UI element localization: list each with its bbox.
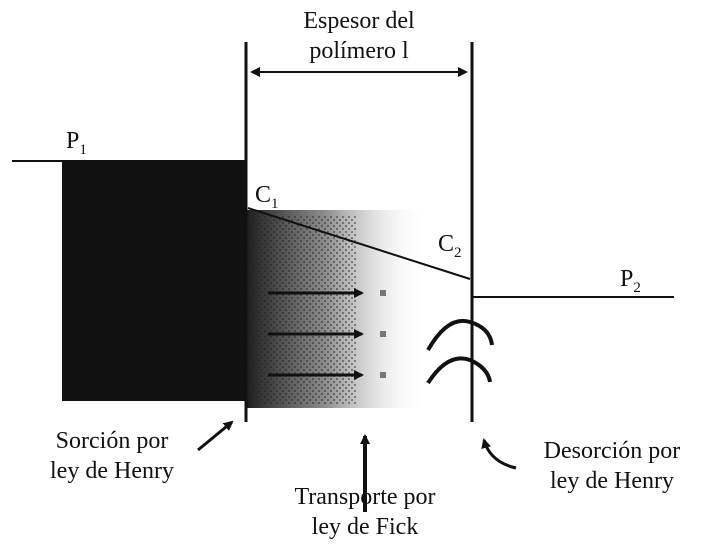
desorption-arc-lower bbox=[426, 356, 492, 385]
p1-label-sub: 1 bbox=[79, 142, 87, 158]
c2-label-main: C bbox=[438, 231, 455, 257]
transport-label-line2: ley de Fick bbox=[311, 514, 419, 540]
sorption-label-line1: Sorción por bbox=[55, 428, 169, 454]
desorption-label: Desorción por ley de Henry bbox=[522, 436, 702, 496]
p2-label-main: P bbox=[620, 266, 634, 292]
transport-label: Transporte por ley de Fick bbox=[270, 482, 460, 542]
p1-label-main: P bbox=[66, 128, 80, 154]
c2-label: C2 bbox=[438, 229, 462, 268]
transport-label-line1: Transporte por bbox=[294, 484, 436, 510]
c2-label-sub: 2 bbox=[454, 245, 462, 261]
desorption-arcs bbox=[426, 318, 494, 385]
c1-label: C1 bbox=[255, 180, 279, 219]
desorption-arc-upper bbox=[426, 318, 494, 351]
thickness-label: Espesor del polímero l bbox=[268, 6, 450, 66]
p2-label: P2 bbox=[620, 264, 641, 303]
transport-dot-1 bbox=[380, 290, 386, 296]
desorption-arrow bbox=[481, 438, 517, 470]
sorption-label-line2: ley de Henry bbox=[50, 458, 174, 484]
p2-label-sub: 2 bbox=[633, 280, 641, 296]
c1-label-sub: 1 bbox=[271, 196, 279, 212]
desorption-label-line2: ley de Henry bbox=[550, 468, 674, 494]
concentration-profile-line bbox=[247, 207, 471, 280]
p1-label: P1 bbox=[66, 126, 87, 165]
thickness-label-line2: polímero l bbox=[309, 38, 409, 64]
desorption-label-line1: Desorción por bbox=[543, 438, 681, 464]
thickness-label-line1: Espesor del bbox=[303, 8, 415, 34]
c1-label-main: C bbox=[255, 182, 272, 208]
sorption-arrow bbox=[197, 420, 234, 452]
high-pressure-block bbox=[62, 161, 246, 401]
transport-dot-2 bbox=[380, 331, 386, 337]
transport-arrows bbox=[268, 288, 386, 380]
sorption-label: Sorción por ley de Henry bbox=[22, 426, 202, 486]
dither-texture bbox=[246, 215, 356, 405]
transport-dot-3 bbox=[380, 372, 386, 378]
